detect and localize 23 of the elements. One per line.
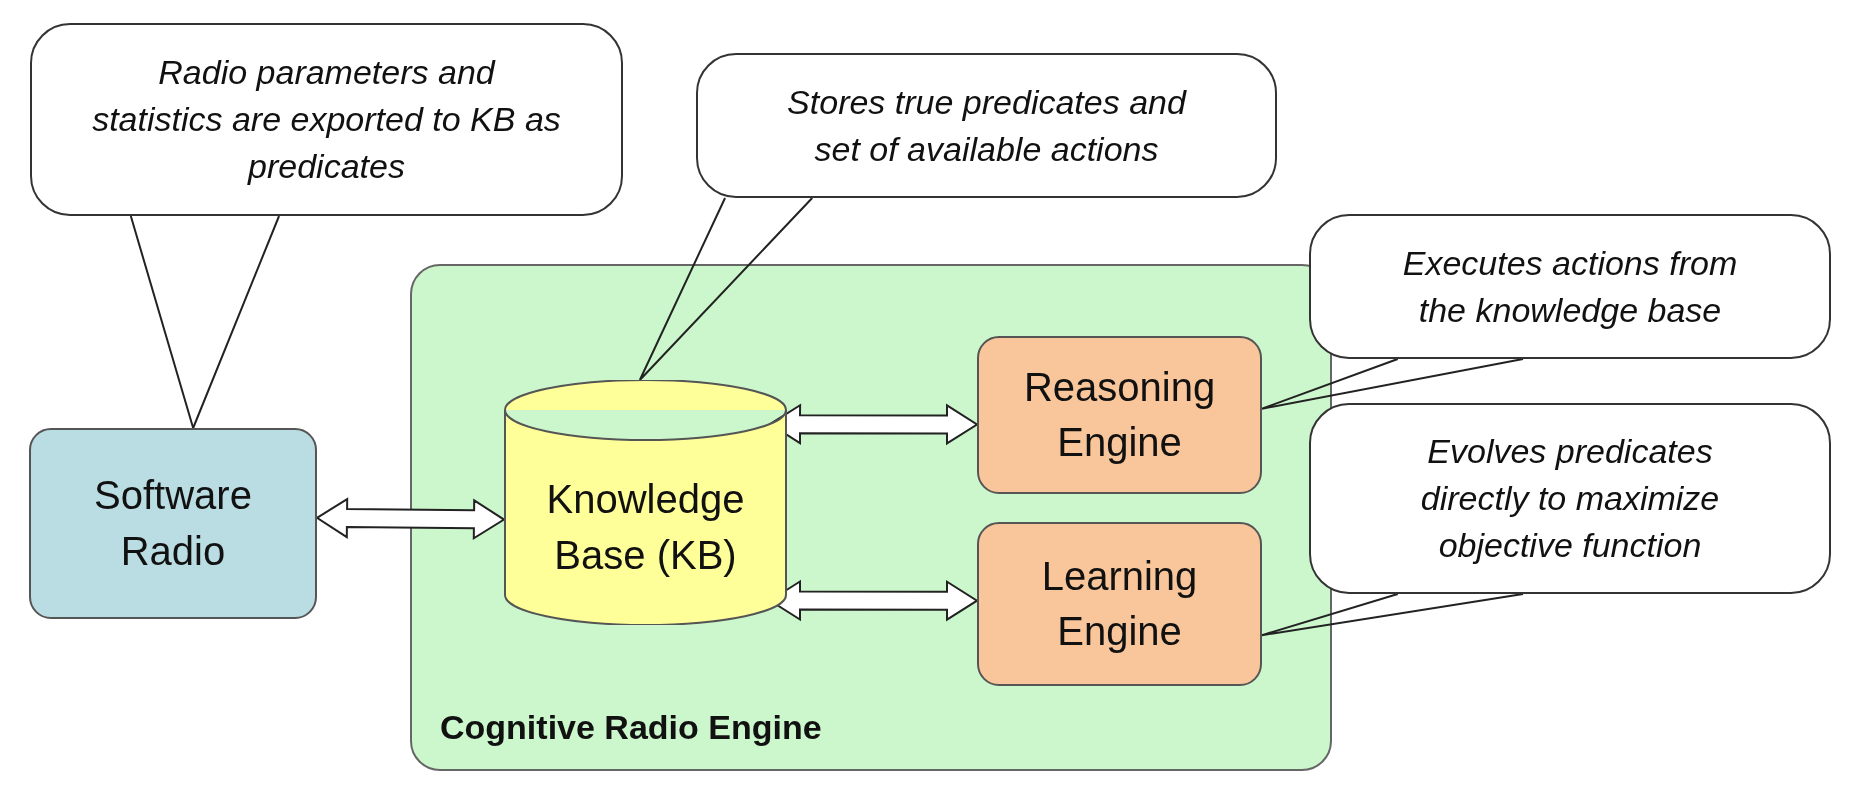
process-box: [29, 428, 317, 619]
callout-bubble: [1309, 403, 1831, 594]
callout-text: Evolves predicates directly to maximize objective function: [1419, 431, 1721, 566]
node-label: Knowledge Base (KB): [545, 476, 746, 579]
callout-text: Executes actions from the knowledge base: [1401, 242, 1739, 331]
panel-title: Cognitive Radio Engine: [440, 707, 822, 749]
callout-text: Stores true predicates and set of available actions: [786, 81, 1188, 170]
callout-bubble: [1309, 214, 1831, 359]
callout-bubble: [696, 53, 1277, 198]
engine-panel: [410, 264, 1332, 771]
database-cylinder: [504, 380, 787, 625]
callout-pointer: [129, 215, 281, 429]
callout-text: Radio parameters and statistics are exported to KB as predicates: [91, 52, 562, 187]
callout-bubble: [30, 23, 623, 216]
double-arrow: [315, 497, 506, 541]
node-label: Learning Engine: [1040, 552, 1199, 655]
node-label: Reasoning Engine: [1022, 363, 1217, 466]
process-box: [977, 336, 1262, 494]
node-label: Software Radio: [93, 472, 253, 575]
process-box: [977, 522, 1262, 686]
callout-pointer: [638, 197, 814, 381]
callout-pointer: [1261, 358, 1524, 410]
callout-pointer: [1261, 593, 1524, 637]
